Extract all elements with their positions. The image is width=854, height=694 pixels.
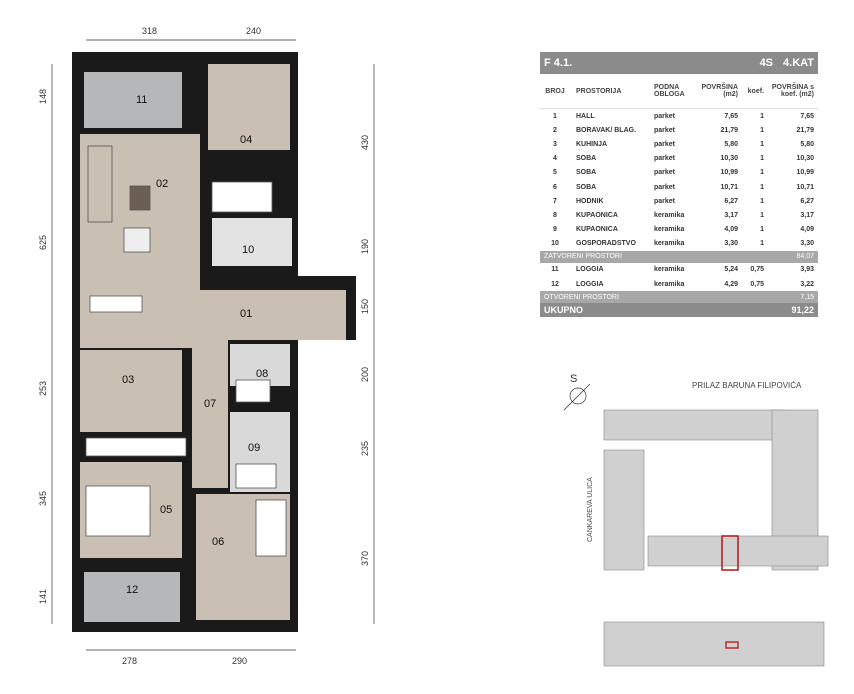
- svg-text:318: 318: [142, 26, 157, 36]
- room-label-07: 07: [204, 398, 217, 410]
- area-table: F 4.1. 4S 4.KAT BROJ PROSTORIJA PODNA OB…: [540, 52, 818, 318]
- dimension-lines: [51, 39, 375, 651]
- svg-text:190: 190: [360, 239, 370, 254]
- room-label-10: 10: [242, 244, 255, 256]
- room-label-04: 04: [240, 134, 253, 146]
- table-header: BROJ PROSTORIJA PODNA OBLOGA POVRŠINA (m…: [540, 74, 818, 109]
- street-left-label: CANKAREVA ULICA: [587, 477, 594, 542]
- street-top-label: PRILAZ BARUNA FILIPOVIĆA: [692, 381, 802, 390]
- room-label-02: 02: [156, 178, 169, 190]
- room-label-11: 11: [136, 94, 148, 106]
- unit-floor: 4.KAT: [783, 57, 814, 69]
- site-map: S PRILAZ BARUNA FILIPOVIĆA CANKAREVA ULI…: [563, 373, 829, 667]
- table-title-bar: F 4.1. 4S 4.KAT: [540, 52, 818, 74]
- svg-text:253: 253: [38, 381, 48, 396]
- svg-text:141: 141: [38, 589, 48, 604]
- furniture: [85, 145, 287, 557]
- unit-code: F 4.1.: [544, 57, 573, 69]
- north-arrow: [563, 383, 591, 411]
- svg-text:200: 200: [360, 367, 370, 382]
- room-label-12: 12: [126, 584, 139, 596]
- svg-text:345: 345: [38, 491, 48, 506]
- unit-type: 4S: [759, 57, 774, 69]
- unit-marker-2: [725, 641, 739, 649]
- room-label-05: 05: [160, 504, 173, 516]
- svg-text:240: 240: [246, 26, 261, 36]
- svg-text:430: 430: [360, 135, 370, 150]
- svg-text:370: 370: [360, 551, 370, 566]
- dimension-labels: 318 240 278 290 148 625 253 345 141 430 …: [38, 26, 370, 666]
- room-label-03: 03: [122, 374, 135, 386]
- svg-text:278: 278: [122, 656, 137, 666]
- svg-text:625: 625: [38, 235, 48, 250]
- compass-icon: [569, 387, 587, 405]
- room-label-06: 06: [212, 536, 225, 548]
- unit-marker: [721, 535, 739, 571]
- svg-text:235: 235: [360, 441, 370, 456]
- north-label: S: [570, 373, 577, 385]
- svg-text:150: 150: [360, 299, 370, 314]
- room-label-09: 09: [248, 442, 261, 454]
- room-label-01: 01: [240, 308, 253, 320]
- svg-text:148: 148: [38, 89, 48, 104]
- svg-text:290: 290: [232, 656, 247, 666]
- room-label-08: 08: [256, 368, 269, 380]
